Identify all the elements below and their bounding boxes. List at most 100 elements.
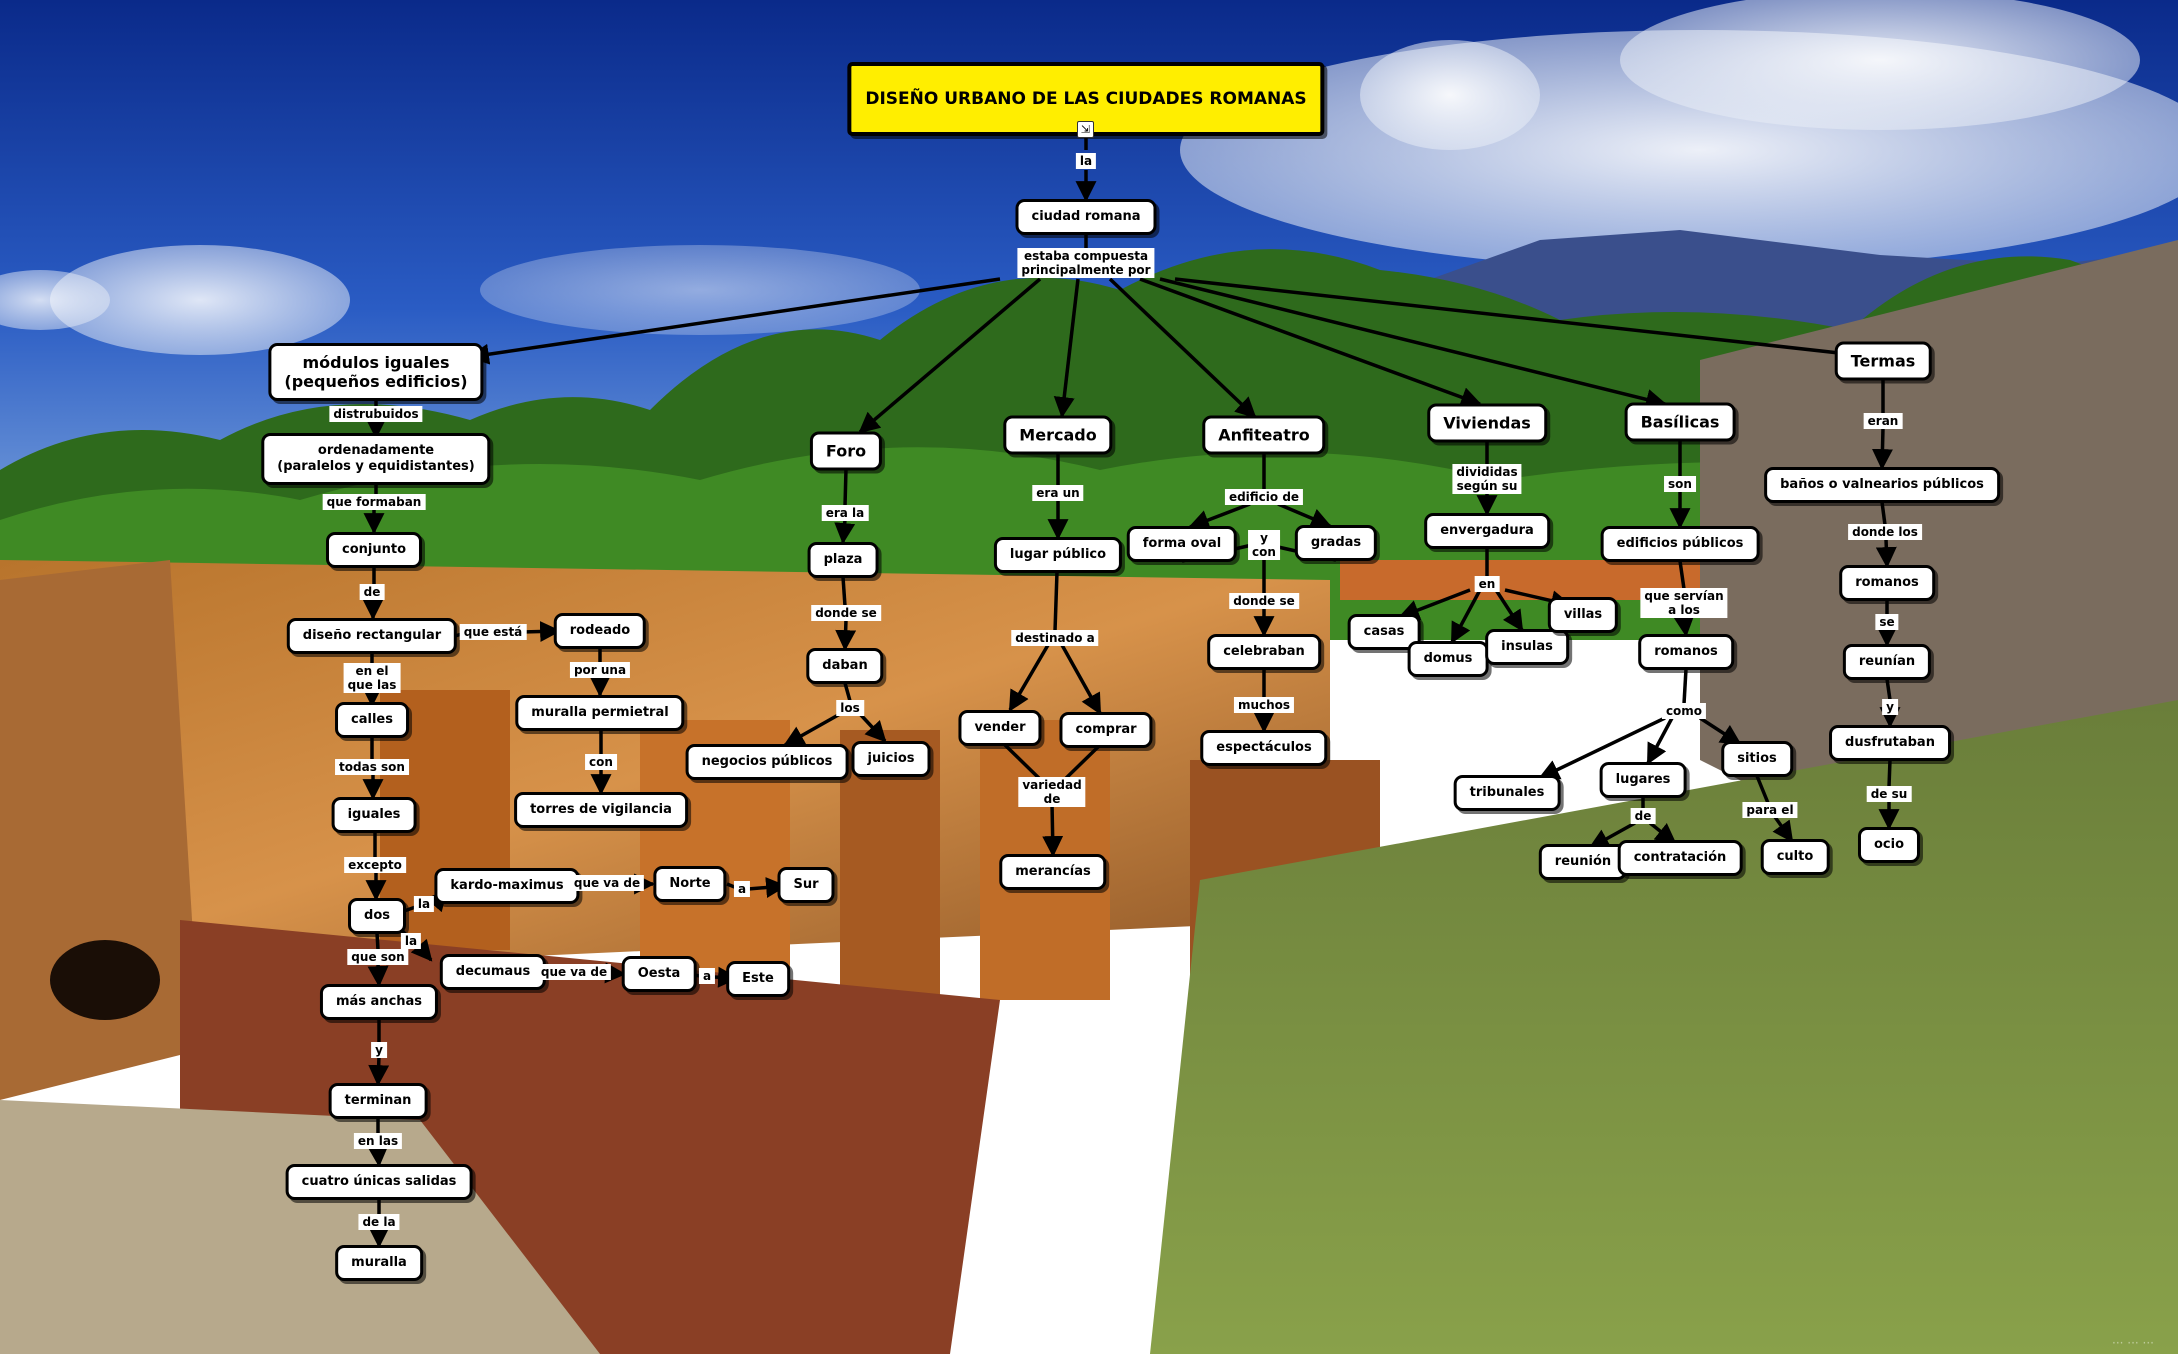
- concept-sitios[interactable]: sitios: [1721, 741, 1793, 777]
- concept-forma-oval[interactable]: forma oval: [1126, 526, 1238, 562]
- link-label-de-b: de: [1630, 808, 1656, 824]
- connector-58: [1008, 644, 1050, 712]
- concept-este[interactable]: Este: [726, 961, 790, 997]
- concept-terminan[interactable]: terminan: [328, 1083, 428, 1119]
- concept-lugares[interactable]: lugares: [1599, 762, 1687, 798]
- concept-reunion[interactable]: reunión: [1538, 844, 1628, 880]
- concept-ordenadamente[interactable]: ordenadamente (paralelos y equidistantes…: [261, 433, 491, 485]
- link-label-que-servian: que servían a los: [1640, 588, 1728, 618]
- concept-viviendas[interactable]: Viviendas: [1427, 403, 1547, 443]
- concept-edificios-publicos[interactable]: edificios públicos: [1600, 526, 1760, 562]
- concept-villas[interactable]: villas: [1547, 597, 1619, 633]
- connector-75: [1398, 588, 1471, 620]
- concept-ocio[interactable]: ocio: [1857, 827, 1921, 863]
- concept-foro[interactable]: Foro: [809, 431, 883, 471]
- concept-banos[interactable]: baños o valnearios públicos: [1764, 467, 2000, 503]
- concept-envergadura[interactable]: envergadura: [1424, 513, 1550, 549]
- concept-insulas[interactable]: insulas: [1485, 629, 1569, 665]
- concept-celebraban[interactable]: celebraban: [1207, 634, 1321, 670]
- connector-59: [1060, 644, 1102, 715]
- link-label-con: con: [585, 754, 617, 770]
- connector-25: [367, 963, 389, 988]
- connector-50: [841, 576, 847, 607]
- concept-anfiteatro[interactable]: Anfiteatro: [1202, 415, 1326, 455]
- concept-casas[interactable]: casas: [1347, 614, 1421, 650]
- concept-rodeado[interactable]: rodeado: [553, 613, 647, 649]
- link-label-donde-los: donde los: [1848, 524, 1922, 540]
- concept-dos[interactable]: dos: [348, 898, 406, 934]
- concept-juicios[interactable]: juicios: [851, 741, 931, 777]
- concept-modulos[interactable]: módulos iguales (pequeños edificios): [268, 343, 484, 401]
- connector-76: [1450, 589, 1482, 644]
- concept-decumaus[interactable]: decumaus: [439, 954, 547, 990]
- concept-romanos-b[interactable]: romanos: [1638, 634, 1734, 670]
- concept-reunian[interactable]: reunían: [1842, 644, 1932, 680]
- concept-calles[interactable]: calles: [335, 702, 409, 738]
- concept-muralla[interactable]: muralla: [335, 1245, 423, 1281]
- link-label-estaba: estaba compuesta principalmente por: [1017, 248, 1155, 278]
- link-label-que-va-de-k: que va de: [569, 875, 645, 891]
- concept-culto[interactable]: culto: [1760, 839, 1830, 875]
- connector-52: [843, 682, 852, 702]
- concept-plaza[interactable]: plaza: [807, 542, 879, 578]
- concept-domus[interactable]: domus: [1407, 641, 1489, 677]
- concept-vender[interactable]: vender: [958, 710, 1042, 746]
- concept-cuatro-salidas[interactable]: cuatro únicas salidas: [285, 1164, 473, 1200]
- connector-89: [1648, 821, 1677, 845]
- concept-romanos-t[interactable]: romanos: [1839, 565, 1935, 601]
- link-label-distribuidos: distrubuidos: [329, 406, 423, 422]
- connector-64: [1188, 502, 1251, 531]
- concept-basilicas[interactable]: Basílicas: [1624, 402, 1736, 442]
- concept-conjunto[interactable]: conjunto: [325, 532, 423, 568]
- concept-termas[interactable]: Termas: [1834, 341, 1932, 381]
- concept-oesta[interactable]: Oesta: [621, 956, 697, 992]
- concept-iguales[interactable]: iguales: [331, 797, 417, 833]
- link-label-que-esta: que está: [459, 624, 527, 640]
- link-label-los: los: [836, 700, 864, 716]
- link-label-excepto: excepto: [344, 857, 406, 873]
- concept-ciudad-romana[interactable]: ciudad romana: [1015, 199, 1157, 235]
- connector-86: [1699, 716, 1742, 746]
- connector-57: [1053, 571, 1059, 632]
- link-label-de-su: de su: [1866, 786, 1912, 802]
- concept-espectaculos[interactable]: espectáculos: [1200, 730, 1328, 766]
- connector-82: [1673, 615, 1695, 638]
- concept-torres[interactable]: torres de vigilancia: [514, 792, 688, 828]
- concept-kardo[interactable]: kardo-maximus: [434, 868, 580, 904]
- link-label-la-k: la: [413, 896, 435, 912]
- concept-daban[interactable]: daban: [806, 648, 884, 684]
- concept-muralla-perimetral[interactable]: muralla permietral: [515, 695, 685, 731]
- concept-gradas[interactable]: gradas: [1294, 525, 1378, 561]
- concept-disfrutaban[interactable]: dusfrutaban: [1829, 725, 1951, 761]
- link-label-edificio-de: edificio de: [1224, 489, 1304, 505]
- connector-81: [1678, 560, 1686, 590]
- concept-contratacion[interactable]: contratación: [1617, 840, 1743, 876]
- connector-91: [1772, 815, 1794, 843]
- concept-lugar-publico[interactable]: lugar público: [993, 537, 1123, 573]
- link-label-son: son: [1664, 476, 1696, 492]
- concept-diseno-rectangular[interactable]: diseño rectangular: [286, 618, 458, 654]
- concept-tribunales[interactable]: tribunales: [1453, 775, 1561, 811]
- concept-sur[interactable]: Sur: [777, 867, 835, 903]
- expand-icon[interactable]: ⇲: [1077, 121, 1094, 138]
- concept-mercancias[interactable]: merancías: [999, 854, 1107, 890]
- connector-8: [1159, 277, 1668, 410]
- link-label-se: se: [1875, 614, 1899, 630]
- concept-comprar[interactable]: comprar: [1059, 712, 1153, 748]
- link-label-que-formaban: que formaban: [322, 494, 426, 510]
- connector-83: [1682, 668, 1688, 705]
- link-label-donde-se-a: donde se: [1229, 593, 1299, 609]
- link-label-en-el-que-las: en el que las: [343, 663, 401, 693]
- link-label-y-t: y: [1882, 699, 1898, 715]
- concept-mas-anchas[interactable]: más anchas: [319, 984, 439, 1020]
- connector-53: [783, 712, 841, 747]
- concept-negocios[interactable]: negocios públicos: [685, 744, 849, 780]
- link-label-la: la: [1075, 153, 1097, 169]
- link-label-la-d: la: [400, 933, 422, 949]
- link-label-como: como: [1661, 703, 1707, 719]
- concept-mercado[interactable]: Mercado: [1003, 415, 1113, 455]
- connector-93: [1871, 427, 1893, 471]
- concept-norte[interactable]: Norte: [653, 866, 727, 902]
- link-label-todas-son: todas son: [335, 759, 409, 775]
